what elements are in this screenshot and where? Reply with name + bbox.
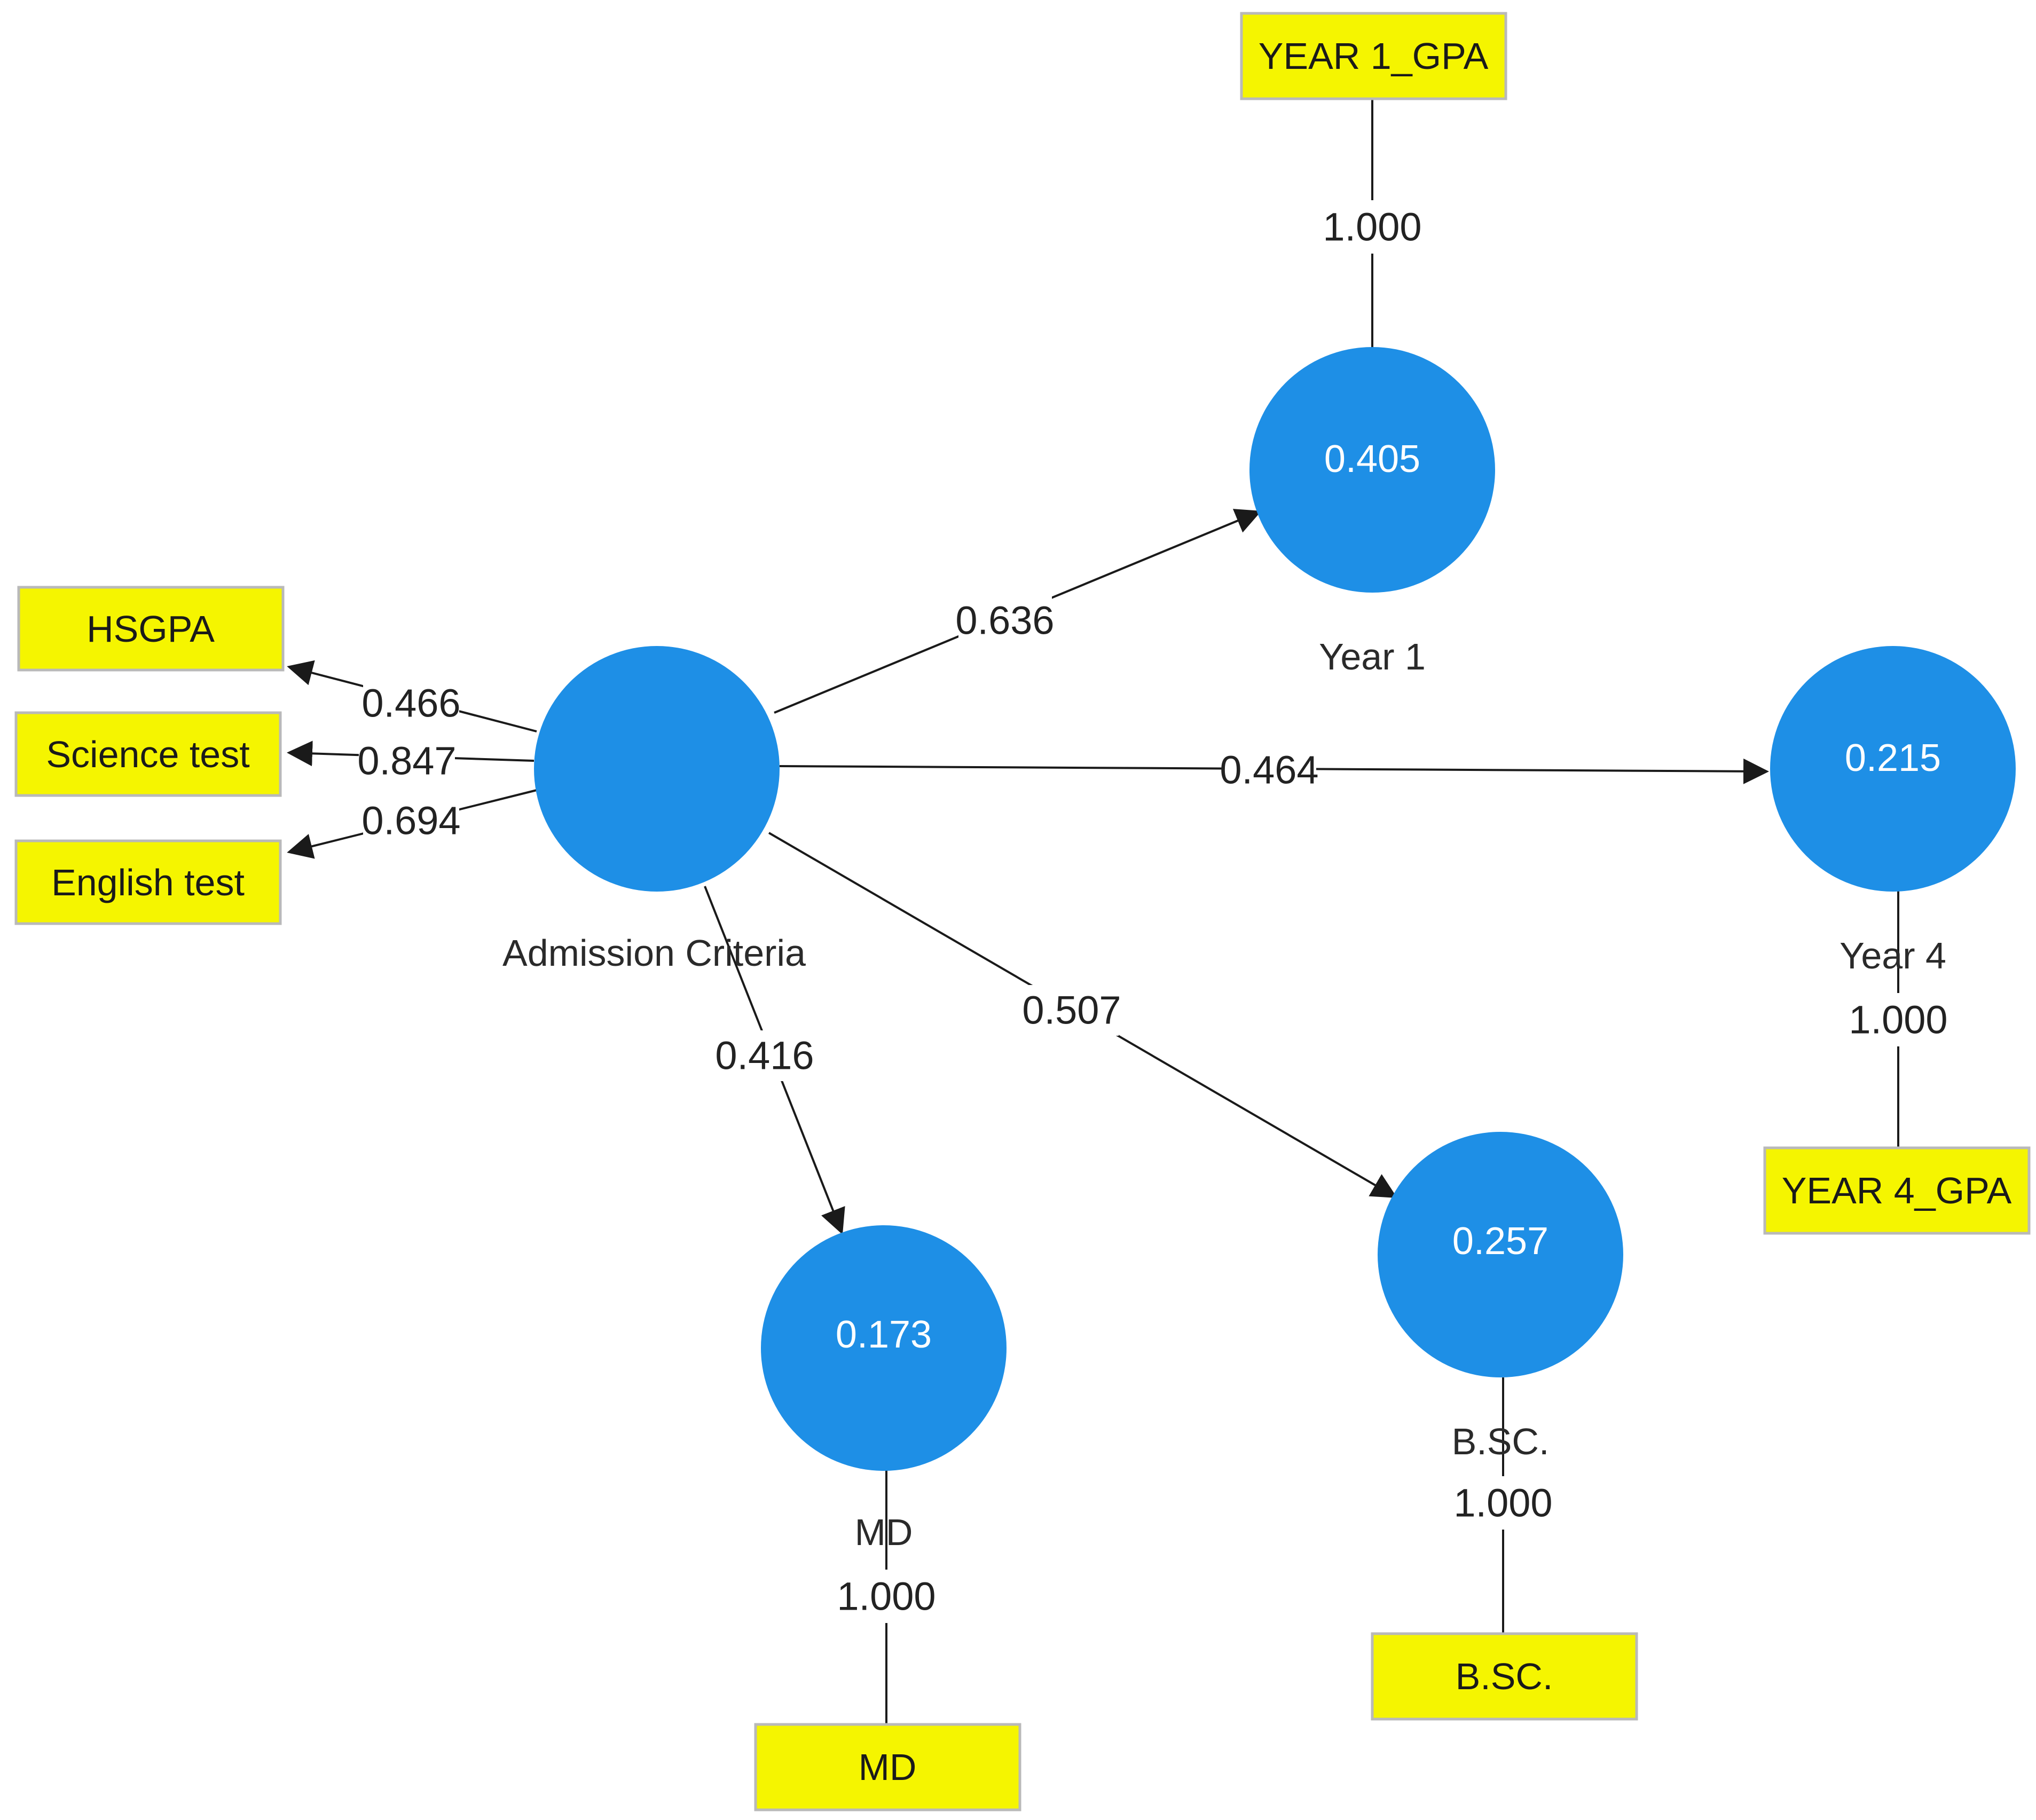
indicator-md-label: MD [859, 1746, 917, 1788]
loading-label-english: 0.694 [361, 798, 461, 844]
construct-year1: 0.405 [1249, 347, 1495, 593]
construct-bsc: 0.257 [1378, 1132, 1623, 1377]
construct-md: 0.173 [761, 1225, 1007, 1471]
construct-admission-criteria-name: Admission Criteria [502, 932, 806, 974]
indicator-year4-gpa: YEAR 4_GPA [1763, 1146, 2031, 1235]
loading-label-year1: 1.000 [1319, 200, 1426, 254]
indicator-science-test-label: Science test [46, 734, 249, 775]
construct-year1-name: Year 1 [1319, 636, 1426, 677]
construct-md-value: 0.173 [836, 1313, 932, 1356]
path-coefficient-md: 0.416 [715, 1034, 814, 1078]
path-coefficient-bsc: 0.507 [1022, 988, 1121, 1033]
construct-admission-criteria [534, 646, 780, 892]
construct-bsc-value: 0.257 [1452, 1220, 1548, 1263]
loading-year4: 1.000 [1849, 998, 1947, 1042]
loading-label-md: 1.000 [833, 1570, 940, 1623]
loading-year1: 1.000 [1323, 205, 1421, 249]
path-label-year4: 0.464 [1220, 745, 1319, 795]
indicator-year4-gpa-label: YEAR 4_GPA [1782, 1170, 2012, 1211]
path-label-year1: 0.636 [955, 595, 1055, 646]
path-label-md: 0.416 [715, 1030, 814, 1081]
indicator-year1-gpa-label: YEAR 1_GPA [1259, 35, 1489, 77]
loading-label-science: 0.847 [357, 738, 457, 784]
construct-md-name: MD [855, 1511, 913, 1553]
loading-english: 0.694 [361, 799, 460, 843]
indicator-science-test: Science test [14, 711, 282, 797]
indicator-hsgpa: HSGPA [17, 586, 285, 672]
loading-label-hsgpa: 0.466 [361, 681, 461, 726]
loading-label-bsc: 1.000 [1450, 1476, 1557, 1530]
path-label-bsc: 0.507 [1022, 985, 1121, 1036]
indicator-english-test-label: English test [51, 862, 245, 903]
indicator-year1-gpa: YEAR 1_GPA [1240, 12, 1507, 100]
construct-year4-value: 0.215 [1845, 737, 1941, 779]
indicator-bsc-label: B.SC. [1456, 1656, 1553, 1697]
loading-hsgpa: 0.466 [361, 681, 460, 726]
loading-label-year4: 1.000 [1845, 993, 1952, 1046]
loading-bsc: 1.000 [1453, 1481, 1552, 1525]
construct-bsc-name: B.SC. [1452, 1421, 1550, 1462]
loading-md: 1.000 [837, 1574, 936, 1619]
indicator-md: MD [754, 1723, 1021, 1811]
path-coefficient-year1: 0.636 [955, 598, 1054, 643]
loading-science: 0.847 [357, 739, 456, 783]
construct-year4-name: Year 4 [1840, 935, 1946, 976]
path-coefficient-year4: 0.464 [1220, 748, 1318, 792]
construct-year1-value: 0.405 [1324, 438, 1420, 480]
indicator-english-test: English test [14, 839, 282, 925]
construct-year4: 0.215 [1770, 646, 2016, 892]
indicator-hsgpa-label: HSGPA [87, 608, 215, 650]
indicator-bsc: B.SC. [1371, 1632, 1638, 1721]
